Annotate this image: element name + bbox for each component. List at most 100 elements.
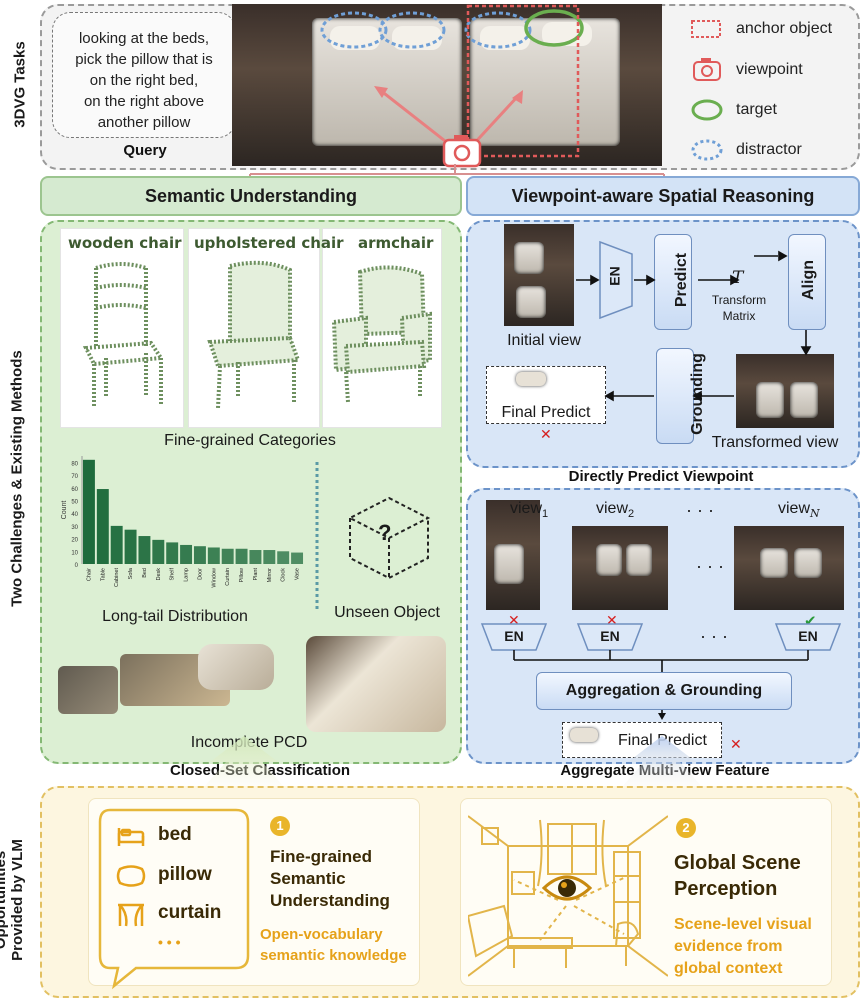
view-1-image: [486, 500, 540, 610]
aggregation-grounding-box: Aggregation & Grounding: [536, 672, 792, 710]
direct-fail-mark: ✕: [540, 426, 552, 442]
card1-subtitle: Open-vocabulary semantic knowledge: [260, 924, 407, 966]
upholstered-chair-pointcloud: [207, 260, 301, 409]
y-tick-label: 30: [71, 525, 78, 531]
view-n-label: viewN: [778, 500, 820, 521]
bar-clock: [277, 551, 290, 564]
card2-subtitle: Scene-level visual evidence from global …: [674, 914, 812, 980]
x-tick-label: Table: [100, 568, 106, 581]
query-line-1: looking at the beds,: [78, 30, 210, 47]
x-tick-label: Pillow: [239, 568, 245, 582]
vocab-item-bed: bed: [158, 824, 192, 845]
bar-desk: [152, 539, 165, 564]
view-n-bed-2: [794, 548, 822, 578]
query-line-4: on the right above: [83, 93, 205, 110]
unseen-question-mark: ?: [378, 520, 392, 545]
bar-curtain: [221, 548, 234, 564]
pcd-fragment-1: [58, 666, 118, 714]
x-tick-label: Mirror: [267, 568, 273, 583]
chair-label-wooden: wooden chair: [68, 234, 182, 252]
card2-number-badge: 2: [676, 818, 696, 838]
view-arrow-left: [379, 88, 455, 150]
card1-title-line-2: Semantic: [270, 869, 346, 888]
chart-separator: [315, 462, 319, 612]
y-tick-label: 70: [71, 474, 78, 480]
vocab-speech-bubble: [98, 808, 250, 990]
transformed-view-image: [736, 354, 834, 428]
y-tick-label: 40: [71, 512, 78, 518]
query-label: Query: [123, 142, 167, 159]
legend-target-label: target: [736, 101, 777, 118]
vocab-item-pillow: pillow: [158, 864, 212, 885]
bar-bed: [138, 536, 151, 564]
chair-label-upholstered: upholstered chair: [194, 234, 344, 252]
direct-flow-arrows: [576, 250, 812, 402]
scene-overlay: [320, 4, 584, 168]
en-trapezoids-multiview: [480, 623, 842, 651]
card1-title: Fine-grained Semantic Understanding: [270, 846, 390, 912]
incomplete-pcd-image: [58, 636, 448, 740]
card1-title-line-3: Understanding: [270, 891, 390, 910]
eye-icon: [541, 875, 593, 901]
anchor-object-box: [466, 4, 580, 158]
bar-chair: [82, 459, 95, 564]
direct-final-predict-pillow: [516, 372, 546, 386]
x-tick-label: Window: [211, 568, 217, 588]
legend-viewpoint-label: viewpoint: [736, 61, 803, 78]
x-tick-label: Vase: [295, 568, 301, 580]
t-symbol: T: [732, 268, 744, 288]
bar-sofa: [124, 529, 137, 564]
card2-sub-line-1: Scene-level visual: [674, 916, 812, 933]
x-tick-label: Clock: [281, 568, 287, 582]
query-line-5: another pillow: [97, 114, 191, 131]
view-1-label: view1: [510, 500, 549, 521]
distractor-ellipse-1: [320, 11, 388, 49]
query-line-3: on the right bed,: [89, 72, 199, 89]
pcd-fragment-3: [198, 644, 274, 690]
align-box: Align: [788, 234, 826, 330]
vocab-item-curtain: curtain: [158, 902, 222, 923]
bar-cabinet: [110, 525, 123, 564]
legend-distractor-label: distractor: [736, 141, 802, 158]
bar-shelf: [166, 542, 179, 564]
wooden-chair-pointcloud: [82, 262, 165, 408]
x-tick-label: Desk: [156, 568, 162, 581]
en-label-view-1: EN: [504, 628, 524, 644]
target-ellipse-icon: [691, 99, 723, 121]
views-ellipsis-2: · · ·: [696, 556, 724, 576]
x-tick-label: Curtain: [225, 568, 231, 586]
target-ellipse: [524, 9, 584, 47]
transformed-view-bed-2: [790, 382, 818, 418]
bar-door: [193, 546, 206, 564]
en-label-view-2: EN: [600, 628, 620, 644]
armchair-pointcloud: [331, 265, 432, 403]
pillow-icon: [116, 865, 146, 887]
view-2-label: view2: [596, 500, 635, 521]
room-scene-illustration: [468, 815, 668, 977]
view-1-fail-mark: ✕: [508, 612, 520, 628]
distractor-ellipse-2: [378, 11, 446, 49]
anchor-box-icon: [691, 20, 721, 38]
curtain-icon: [118, 903, 144, 927]
unseen-object-cube: [347, 496, 431, 580]
x-tick-label: Door: [197, 568, 203, 580]
opportunities-line2: Provided by VLM: [9, 839, 26, 961]
view-n-bed-1: [760, 548, 788, 578]
bed-icon: [117, 828, 145, 846]
transform-matrix-label: Transform Matrix: [702, 292, 776, 324]
transform-line-1: Transform: [711, 293, 767, 307]
view-2-bed-1: [596, 544, 622, 576]
bar-window: [207, 547, 220, 564]
bar-pillow: [235, 548, 248, 564]
y-tick-label: 80: [71, 461, 78, 467]
multiview-final-predict-pillow: [570, 728, 598, 742]
legend-anchor-label: anchor object: [736, 20, 833, 37]
card1-sub-line-2: semantic knowledge: [260, 947, 407, 964]
y-tick-label: 20: [71, 538, 78, 544]
chair-card-wooden: [60, 228, 184, 428]
opportunities-line1: Opportunities: [0, 850, 9, 950]
initial-view-caption: Initial view: [507, 332, 581, 349]
direct-predict-caption: Directly Predict Viewpoint: [568, 468, 754, 485]
view-n-image: [734, 526, 844, 610]
